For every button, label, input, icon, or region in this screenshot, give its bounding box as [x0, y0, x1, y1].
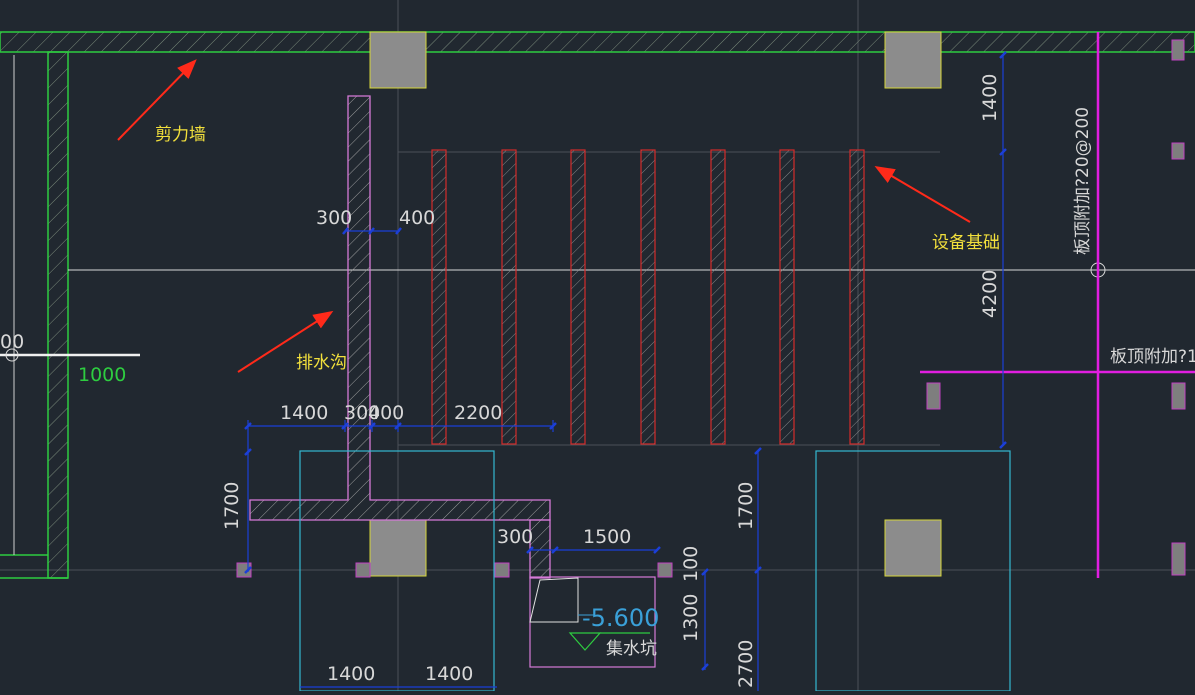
sump-pit[interactable]: [529, 576, 656, 668]
columns[interactable]: [369, 31, 942, 577]
dim-1500: 1500: [583, 526, 631, 548]
equipment-strip[interactable]: [640, 149, 656, 445]
label-drainage-trench: 排水沟: [296, 353, 347, 373]
dim-1400-a: 1400: [280, 402, 328, 424]
dim-300-c: 300: [497, 526, 533, 548]
equipment-foundation-strips[interactable]: [431, 149, 865, 445]
dim-2200: 2200: [454, 402, 502, 424]
equipment-strip[interactable]: [849, 149, 865, 445]
dimension-texts: 300 400 1400 300 400 2200 300 1500 1400 …: [0, 74, 1001, 688]
dim-100: 100: [680, 546, 702, 582]
column-bottom-right[interactable]: [884, 519, 942, 577]
dim-300-top: 300: [316, 207, 352, 229]
dim-400-b: 400: [368, 402, 404, 424]
dim-300-b: 300: [344, 402, 380, 424]
dimension-lines: [247, 55, 1004, 691]
annotation-arrows: [117, 59, 971, 373]
dim-1700-right: 1700: [735, 482, 757, 530]
dim-1400-right: 1400: [979, 74, 1001, 122]
pit-elevation: -5.600: [582, 604, 659, 632]
dim-1700-left: 1700: [221, 482, 243, 530]
reference-line: [68, 262, 1195, 278]
dim-1000: 1000: [78, 364, 126, 386]
label-equipment-foundation: 设备基础: [932, 233, 1000, 253]
rebar-label-horizontal: 板顶附加?18: [1110, 347, 1195, 367]
dim-1400-bottom-right: 1400: [425, 663, 473, 685]
column-top-right[interactable]: [884, 31, 942, 89]
rebar-label-vertical: 板顶附加?20@200: [1073, 107, 1093, 255]
dim-00-left: 00: [0, 331, 24, 353]
dim-4200: 4200: [979, 270, 1001, 318]
dim-400-top: 400: [399, 207, 435, 229]
equipment-strip[interactable]: [710, 149, 726, 445]
dim-2700: 2700: [735, 640, 757, 688]
column-bottom-left[interactable]: [369, 519, 427, 577]
shear-wall-left[interactable]: [0, 51, 69, 579]
equipment-strip[interactable]: [501, 149, 517, 445]
shear-wall-top[interactable]: [0, 31, 1195, 53]
equipment-strip[interactable]: [779, 149, 795, 445]
magenta-rebar-lines: [920, 32, 1195, 578]
sump-pit-label: 集水坑: [606, 639, 657, 659]
label-shear-wall: 剪力墙: [155, 125, 206, 145]
equipment-strip[interactable]: [431, 149, 447, 445]
equipment-strip[interactable]: [570, 149, 586, 445]
column-top-left[interactable]: [369, 31, 427, 89]
dim-1300: 1300: [680, 594, 702, 642]
dimension-ticks: [244, 51, 1007, 671]
left-marker: [0, 348, 140, 362]
dim-1400-bottom-left: 1400: [327, 663, 375, 685]
